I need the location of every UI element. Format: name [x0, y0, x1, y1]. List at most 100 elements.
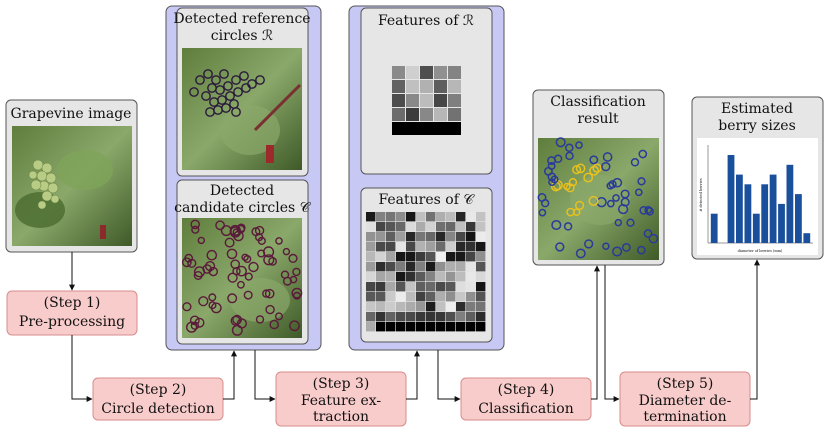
feature-r-tile [420, 66, 433, 79]
candidate-circle [275, 237, 283, 245]
non-berry-circle [602, 242, 610, 250]
reference-circle [215, 85, 225, 95]
non-berry-circle [565, 151, 574, 161]
feature-c-tile [476, 252, 486, 262]
histogram-bar [795, 194, 802, 243]
step-label: Pre-processing [19, 314, 125, 330]
non-berry-circle [620, 197, 630, 207]
step-label-cont: termination [643, 409, 726, 425]
candidate-circle [230, 315, 241, 326]
step-label: Classification [478, 401, 573, 417]
panel-title-line2: candidate circles 𝒞 [174, 200, 312, 216]
candidate-circle [190, 219, 200, 230]
candidate-circle [227, 272, 238, 283]
connectors [69, 252, 760, 402]
feature-c-tile [416, 242, 426, 252]
berry-circle [568, 177, 578, 187]
step-number: (Step 3) [313, 376, 370, 392]
feature-c-tile [476, 212, 486, 222]
feature-c-tile [366, 312, 376, 322]
candidate-circle [269, 319, 280, 330]
feature-c-tile [416, 312, 426, 322]
feature-r-tile [434, 80, 447, 93]
feature-c-tile [436, 242, 446, 252]
step-number: (Step 1) [44, 295, 101, 311]
feature-c-tile [436, 232, 446, 242]
reference-circle [203, 69, 213, 79]
non-berry-circle [537, 193, 547, 202]
candidate-circle [236, 280, 245, 289]
feature-c-tile [436, 222, 446, 232]
panel-title-line2: result [577, 111, 619, 127]
feature-c-tile [476, 322, 486, 332]
step-5: (Step 5) Diameter de- termination [619, 371, 751, 427]
candidate-circle [224, 237, 235, 248]
arrow-step4-to-classification [591, 265, 600, 400]
feature-c-tile [376, 212, 386, 222]
feature-c-tile [376, 262, 386, 272]
reference-circle [239, 71, 249, 81]
feature-c-tile [376, 292, 386, 302]
berry-circle [575, 163, 586, 174]
feature-c-tile [376, 252, 386, 262]
feature-c-tile [406, 252, 416, 262]
histogram-x-label: diameter of berries (mm) [738, 249, 783, 253]
non-berry-circle [639, 205, 649, 215]
panel-title-line1: Detected reference [173, 11, 310, 27]
feature-c-tile [456, 262, 466, 272]
berry-circle [583, 172, 594, 183]
non-berry-circle [575, 141, 583, 149]
feature-c-tile [416, 212, 426, 222]
feature-c-tile [396, 272, 406, 282]
step-number: (Step 2) [130, 382, 187, 398]
feature-c-tile [406, 232, 416, 242]
candidate-circles-photo [181, 218, 303, 338]
non-berry-circle [636, 245, 646, 255]
candidate-circle [198, 296, 209, 307]
non-berry-circle [555, 242, 565, 252]
feature-r-tile [392, 108, 405, 121]
feature-c-tile [426, 212, 436, 222]
feature-c-tile [426, 262, 436, 272]
feature-c-tile [416, 322, 426, 332]
candidate-circle [251, 227, 261, 237]
step-2: (Step 2) Circle detection [92, 377, 224, 421]
non-berry-circle [584, 239, 594, 249]
feature-c-tile [476, 292, 486, 302]
panel-title-line2: circles ℛ [211, 28, 273, 44]
candidate-circle [197, 236, 206, 245]
arrow-step3-to-features [406, 350, 420, 400]
feature-c-tile [376, 242, 386, 252]
candidate-circle [191, 225, 200, 234]
step-3: (Step 3) Feature ex- traction [275, 371, 407, 427]
candidate-circle [193, 271, 203, 281]
non-berry-circle [608, 180, 617, 189]
histogram-bar [778, 203, 785, 243]
feature-c-tile [366, 282, 376, 292]
feature-c-tile [406, 242, 416, 252]
feature-r-tile [406, 108, 419, 121]
feature-c-tile [376, 322, 386, 332]
feature-c-tile [446, 322, 456, 332]
feature-c-tile [366, 322, 376, 332]
feature-c-tile [406, 312, 416, 322]
non-berry-circle [643, 229, 653, 238]
candidate-circle [205, 261, 216, 272]
reference-circle [219, 69, 229, 79]
feature-c-tile [476, 312, 486, 322]
candidate-circle [288, 253, 298, 264]
candidate-circle [248, 261, 259, 273]
candidate-circle [254, 225, 265, 236]
feature-c-tile [446, 292, 456, 302]
non-berry-circle [638, 149, 648, 159]
reference-circle [195, 75, 205, 85]
candidate-circle [236, 224, 246, 234]
feature-c-tile [456, 312, 466, 322]
feature-c-tile [436, 262, 446, 272]
panel-title-line1: Estimated [721, 101, 793, 117]
non-berry-circle [563, 222, 573, 231]
non-berry-circle [645, 207, 654, 216]
feature-c-tile [426, 312, 436, 322]
panel-title-line1: Detected [210, 183, 274, 199]
feature-c-tile [446, 312, 456, 322]
